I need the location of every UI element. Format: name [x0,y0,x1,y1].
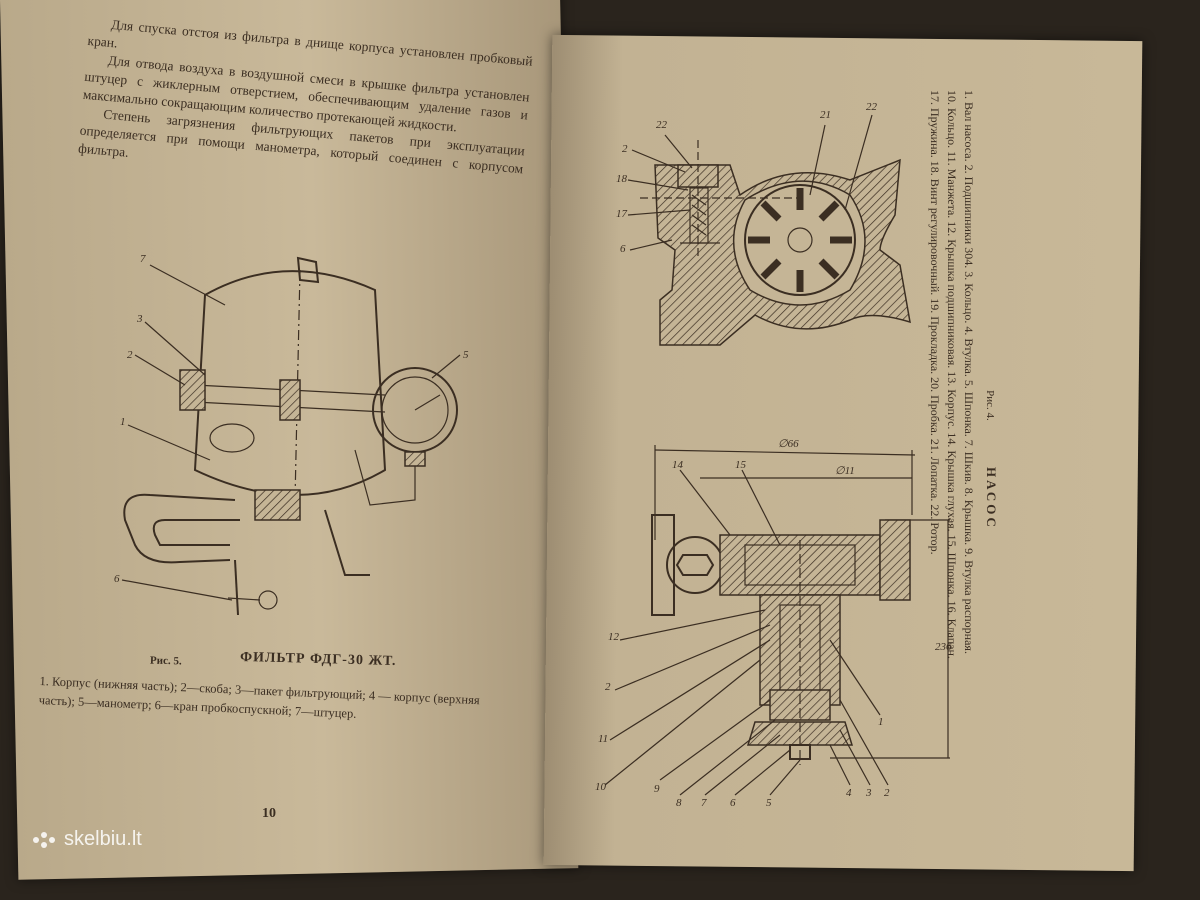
pump-assembly-drawing: ∅66 ∅11 236 14 15 12 2 11 10 9 8 7 6 5 4… [595,438,952,809]
callout-22b-top: 22 [866,101,878,113]
pump-legend-title: Рис. 4. НАСОС [981,90,1000,830]
inlet-flange [651,514,675,616]
callout-2-top: 2 [622,143,628,155]
pump-section-drawing: 22 2 18 17 6 21 22 [616,101,911,346]
drain-cup [209,423,255,453]
callout-2: 2 [127,349,133,361]
callout-12: 12 [608,631,620,643]
rotor [744,184,856,296]
manometer-tube [354,449,416,506]
callout-7: 7 [701,797,707,809]
bottom-flange [254,489,301,521]
drain-valve [258,590,278,610]
callout-5: 5 [766,797,772,809]
filter-body-outline [193,270,387,496]
callout-15: 15 [735,459,747,471]
callout-9: 9 [654,783,660,795]
callout-4: 4 [846,787,852,799]
dim-11: ∅11 [835,465,855,477]
callout-7: 7 [140,253,146,265]
pump-legend-line: 1. Вал насоса. 2. Подшипники 304. 3. Кол… [962,90,976,654]
pump-figure-label: Рис. 4. [984,390,996,421]
pump-legend: Рис. 4. НАСОС 1. Вал насоса. 2. Подшипни… [910,90,1000,830]
callout-5: 5 [463,349,469,361]
watermark-text: skelbiu.lt [64,828,142,850]
pump-legend-line: 17. Пружина. 18. Винт регулировочный. 19… [928,90,942,555]
callout-1: 1 [120,416,126,428]
dim-236: 236 [935,641,952,653]
callout-8: 8 [676,797,682,809]
callout-14: 14 [672,459,684,471]
callout-17-top: 17 [616,208,628,220]
outlet-flange [879,519,911,601]
pump-legend-line: 10. Кольцо. 11. Манжета. 12. Крышка подш… [945,90,959,659]
watermark: skelbiu.lt [32,828,142,851]
central-coupling [279,379,301,421]
dim-66: ∅66 [778,438,799,450]
callout-18-top: 18 [616,173,628,185]
shaft-nut [789,744,811,760]
callout-6: 6 [114,573,120,585]
callout-3: 3 [865,787,872,799]
watermark-logo-icon [33,831,55,848]
figure-label: Рис. 5. [149,654,182,668]
callout-6-top: 6 [620,243,626,255]
filter-cap [296,256,320,284]
callout-6-bottom: 6 [730,797,736,809]
callout-21-top: 21 [820,109,831,121]
callout-11: 11 [598,733,608,745]
filter-drawing: 7 3 2 5 1 6 [114,253,469,616]
callout-2-bottom: 2 [605,681,611,693]
scoba [179,369,206,411]
stand [324,509,370,576]
page-number: 10 [262,806,276,821]
callout-10: 10 [595,781,607,793]
pump-title: НАСОС [984,466,999,530]
callout-1: 1 [878,716,884,728]
callout-22-top: 22 [656,119,668,131]
rotor-vanes [748,188,852,292]
bottom-pipe [123,493,236,564]
callout-2b-bottom: 2 [884,787,890,799]
callout-3: 3 [136,313,143,325]
